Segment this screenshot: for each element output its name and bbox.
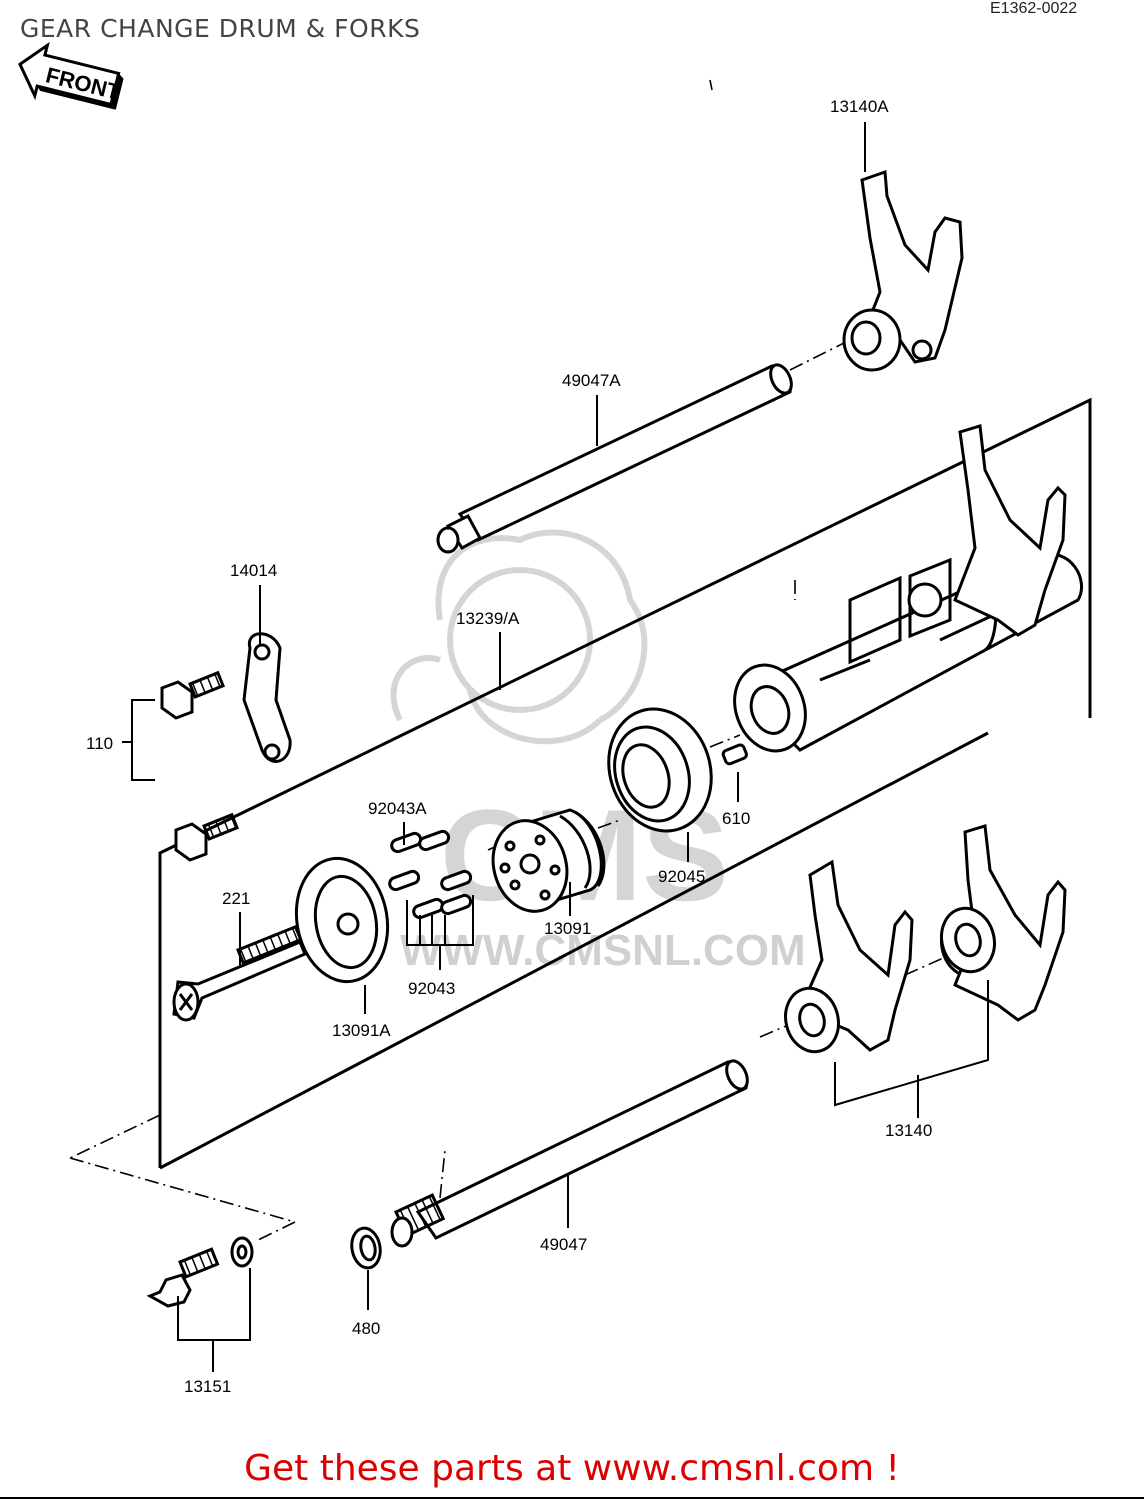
label-480: 480	[352, 1319, 380, 1338]
label-13239a: 13239/A	[456, 609, 520, 628]
label-92043: 92043	[408, 979, 455, 998]
label-13091a: 13091A	[332, 1021, 391, 1040]
front-arrow-icon: FRONT	[18, 41, 124, 110]
label-49047: 49047	[540, 1235, 587, 1254]
part-labels: 13140A 49047A 14014 13239/A 110 92043A 6…	[86, 97, 932, 1396]
bolt-110-lower	[174, 812, 240, 862]
label-110: 110	[86, 734, 113, 753]
bolt-110-upper	[160, 670, 226, 720]
drum-cam-13091	[491, 808, 606, 913]
label-13151: 13151	[184, 1377, 231, 1396]
stopper-plate-14014	[242, 632, 292, 763]
fork-shaft-49047	[390, 1059, 749, 1248]
footer-divider	[0, 1497, 1144, 1499]
label-610: 610	[722, 809, 750, 828]
fork-shaft-49047a	[436, 363, 793, 554]
bearing-92045	[607, 707, 713, 833]
footer-link-text[interactable]: Get these parts at www.cmsnl.com !	[244, 1448, 900, 1489]
drum-assembly-outline	[158, 397, 1092, 1170]
neutral-switch-13151	[146, 1236, 254, 1308]
page-title: GEAR CHANGE DRUM & FORKS	[20, 14, 421, 43]
label-13140a: 13140A	[830, 97, 889, 116]
diagram-code: E1362-0022	[990, 0, 1078, 17]
shift-fork-13140-left	[784, 859, 914, 1054]
label-13091: 13091	[544, 919, 591, 938]
pins-92043	[388, 829, 473, 920]
pin-610	[721, 743, 748, 766]
shift-fork-13140a	[842, 169, 964, 372]
watermark-url: WWW.CMSNL.COM	[400, 926, 806, 975]
circlip-480	[350, 1226, 382, 1270]
label-92043a: 92043A	[368, 799, 427, 818]
shift-fork-13140-right-body	[940, 824, 1067, 1022]
label-13140: 13140	[885, 1121, 932, 1140]
label-221: 221	[222, 889, 250, 908]
label-14014: 14014	[230, 561, 277, 580]
callout-lines	[122, 122, 989, 1372]
drum-plate-13091a	[294, 856, 390, 984]
label-92045: 92045	[658, 867, 705, 886]
label-49047a: 49047A	[562, 371, 621, 390]
